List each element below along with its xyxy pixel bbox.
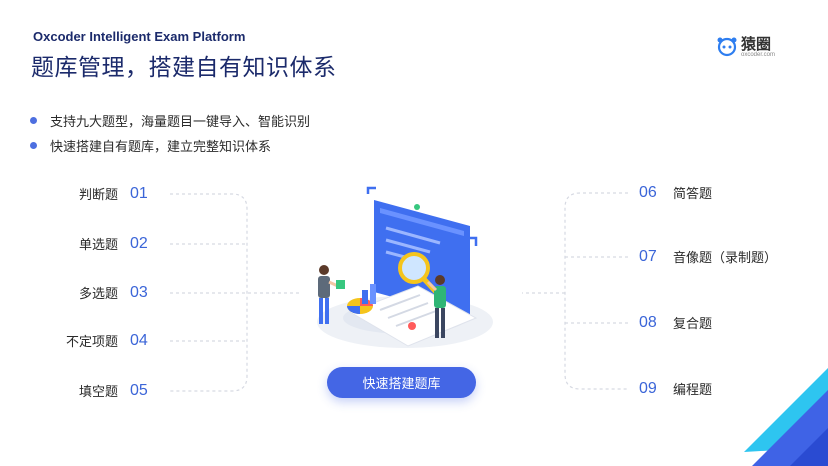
build-question-bank-button[interactable]: 快速搭建题库	[327, 367, 476, 398]
question-type-number: 05	[130, 381, 148, 399]
question-type-item: 06 简答题	[639, 183, 713, 203]
question-bank-illustration	[317, 186, 493, 348]
question-type-number: 04	[130, 331, 148, 349]
page-title: 题库管理，搭建自有知识体系	[31, 55, 337, 81]
question-type-item: 填空题 05	[38, 381, 148, 401]
question-type-label: 复合题	[673, 317, 713, 332]
question-type-number: 02	[130, 234, 148, 252]
question-type-label: 判断题	[78, 188, 118, 203]
right-connector-lines	[522, 192, 628, 390]
bullet-item: 快速搭建自有题库，建立完整知识体系	[30, 133, 310, 158]
question-type-number: 07	[639, 247, 657, 265]
logo-name: 猿圈	[741, 35, 772, 53]
question-type-label: 音像题（录制题）	[673, 251, 778, 266]
question-type-item: 单选题 02	[38, 234, 148, 254]
feature-bullets: 支持九大题型，海量题目一键导入、智能识别 快速搭建自有题库，建立完整知识体系	[30, 108, 310, 158]
bullet-text: 支持九大题型，海量题目一键导入、智能识别	[50, 115, 311, 130]
bullet-dot-icon	[30, 117, 37, 124]
question-type-label: 单选题	[78, 238, 118, 253]
question-type-label: 不定项题	[65, 335, 118, 350]
question-type-number: 01	[130, 184, 148, 202]
question-type-item: 08 复合题	[639, 313, 713, 333]
question-type-label: 填空题	[78, 385, 118, 400]
question-type-item: 不定项题 04	[38, 331, 148, 351]
question-type-item: 09 编程题	[639, 379, 713, 399]
question-type-number: 08	[639, 313, 657, 331]
question-type-label: 编程题	[673, 383, 713, 398]
corner-stripes-decoration	[744, 368, 828, 466]
bullet-text: 快速搭建自有题库，建立完整知识体系	[50, 140, 272, 155]
logo: 猿圈 oxcoder.com	[716, 32, 796, 62]
question-type-label: 多选题	[78, 287, 118, 302]
question-type-number: 09	[639, 379, 657, 397]
question-type-item: 07 音像题（录制题）	[639, 247, 778, 267]
question-type-number: 03	[130, 283, 148, 301]
left-connector-lines	[170, 193, 300, 392]
logo-url: oxcoder.com	[741, 52, 776, 58]
bullet-dot-icon	[30, 142, 37, 149]
question-type-item: 判断题 01	[38, 184, 148, 204]
bullet-item: 支持九大题型，海量题目一键导入、智能识别	[30, 108, 310, 133]
question-type-number: 06	[639, 183, 657, 201]
monkey-logo-icon	[717, 37, 737, 57]
platform-title-en: Oxcoder Intelligent Exam Platform	[33, 29, 246, 44]
question-type-label: 简答题	[673, 187, 713, 202]
question-type-item: 多选题 03	[38, 283, 148, 303]
